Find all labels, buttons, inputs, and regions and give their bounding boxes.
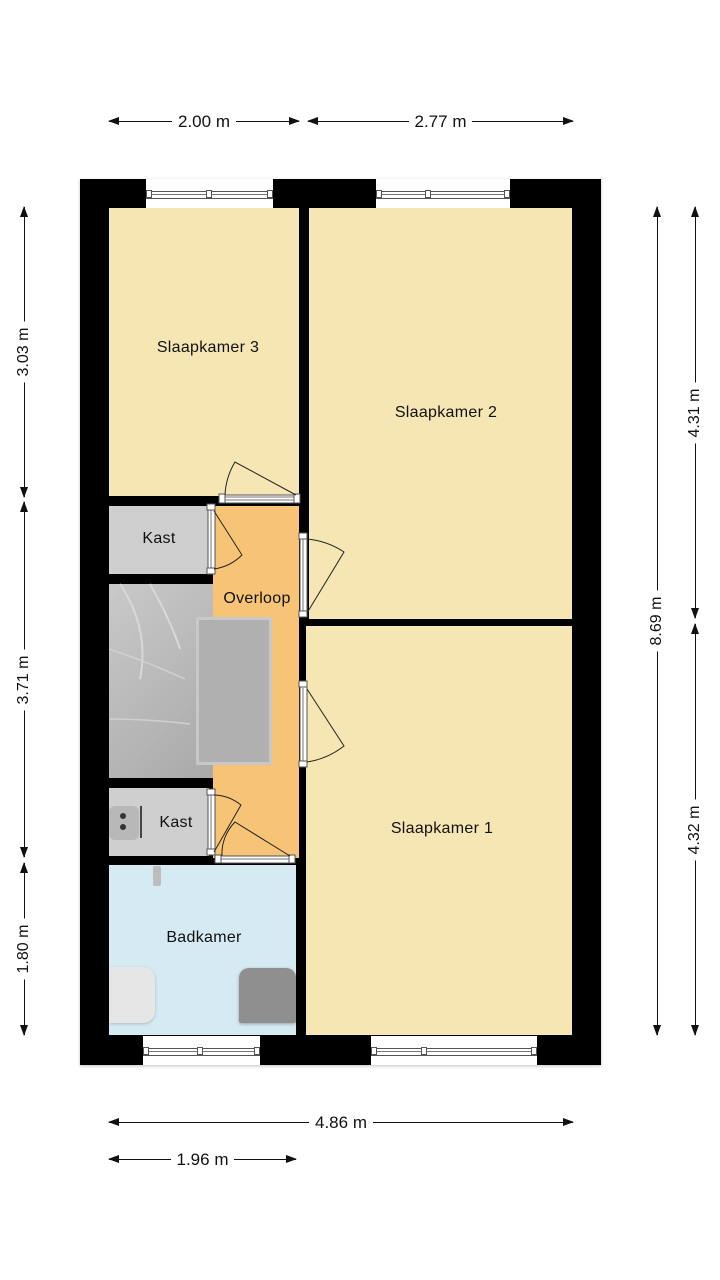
- arrow-down-icon: [653, 1025, 661, 1036]
- dimension-top-left: 2.00 m: [108, 112, 300, 132]
- room-label-kast-bottom: Kast: [159, 814, 193, 831]
- arrow-up-icon: [691, 623, 699, 634]
- dimension-right-top: 4.31 m: [686, 206, 704, 619]
- room-label-slaapkamer-1: Slaapkamer 1: [390, 820, 494, 837]
- arrow-up-icon: [20, 501, 28, 512]
- dimension-label: 1.96 m: [170, 1150, 235, 1170]
- door-swings: [108, 461, 345, 864]
- room-label-badkamer: Badkamer: [166, 929, 242, 946]
- dimension-top-right: 2.77 m: [307, 112, 574, 132]
- sink-divider: [140, 806, 142, 838]
- arrow-right-icon: [289, 117, 300, 125]
- dimension-label: 3.03 m: [15, 321, 33, 383]
- room-slaapkamer-1[interactable]: [306, 626, 572, 1035]
- arrow-down-icon: [691, 608, 699, 619]
- floorplan: Slaapkamer 3 Slaapkamer 2 Slaapkamer 1 K…: [80, 179, 601, 1065]
- arrow-up-icon: [20, 862, 28, 873]
- arrow-down-icon: [20, 487, 28, 498]
- dimension-label: 2.00 m: [172, 112, 236, 132]
- dimension-left-top: 3.03 m: [15, 206, 33, 498]
- sink-icon: [109, 806, 139, 840]
- room-kast-top[interactable]: [109, 506, 209, 574]
- room-label-slaapkamer-3: Slaapkamer 3: [156, 339, 260, 356]
- room-slaapkamer-2[interactable]: [309, 208, 572, 619]
- arrow-up-icon: [20, 206, 28, 217]
- arrow-down-icon: [691, 1025, 699, 1036]
- window-top-left: [146, 179, 273, 208]
- room-label-overloop: Overloop: [223, 590, 291, 607]
- dimension-label: 4.86 m: [309, 1113, 373, 1133]
- arrow-down-icon: [20, 1025, 28, 1036]
- arrow-right-icon: [563, 117, 574, 125]
- dimension-bottom-total: 4.86 m: [108, 1113, 574, 1133]
- dimension-label: 3.71 m: [15, 649, 33, 710]
- room-slaapkamer-3[interactable]: [109, 208, 299, 496]
- shower-tap-icon: [153, 866, 161, 886]
- dimension-left-bottom: 1.80 m: [15, 862, 33, 1036]
- dimension-label: 4.31 m: [686, 382, 704, 443]
- arrow-left-icon: [108, 1118, 119, 1126]
- dimension-bottom-partial: 1.96 m: [108, 1150, 297, 1170]
- window-bottom-left: [143, 1036, 260, 1065]
- arrow-left-icon: [307, 117, 318, 125]
- sink-tap-dot: [120, 824, 126, 830]
- washbasin-icon: [109, 967, 155, 1023]
- arrow-up-icon: [691, 206, 699, 217]
- room-stairs: [109, 584, 213, 778]
- room-label-kast-top: Kast: [142, 530, 176, 547]
- dimension-label: 2.77 m: [408, 112, 473, 132]
- arrow-right-icon: [286, 1155, 297, 1163]
- arrow-right-icon: [563, 1118, 574, 1126]
- window-bottom-right: [371, 1036, 537, 1065]
- dimension-left-middle: 3.71 m: [15, 501, 33, 858]
- arrow-down-icon: [20, 847, 28, 858]
- sink-tap-dot: [120, 813, 126, 819]
- dimension-label: 8.69 m: [648, 590, 666, 652]
- dimension-label: 1.80 m: [15, 918, 33, 980]
- dimension-right-bottom: 4.32 m: [686, 623, 704, 1036]
- dimension-right-total: 8.69 m: [648, 206, 666, 1036]
- arrow-up-icon: [653, 206, 661, 217]
- dimension-label: 4.32 m: [686, 799, 704, 860]
- window-top-right: [376, 179, 510, 208]
- arrow-left-icon: [108, 1155, 119, 1163]
- room-label-slaapkamer-2: Slaapkamer 2: [394, 404, 498, 421]
- stair-landing: [196, 617, 272, 765]
- toilet-icon: [239, 968, 296, 1023]
- arrow-left-icon: [108, 117, 119, 125]
